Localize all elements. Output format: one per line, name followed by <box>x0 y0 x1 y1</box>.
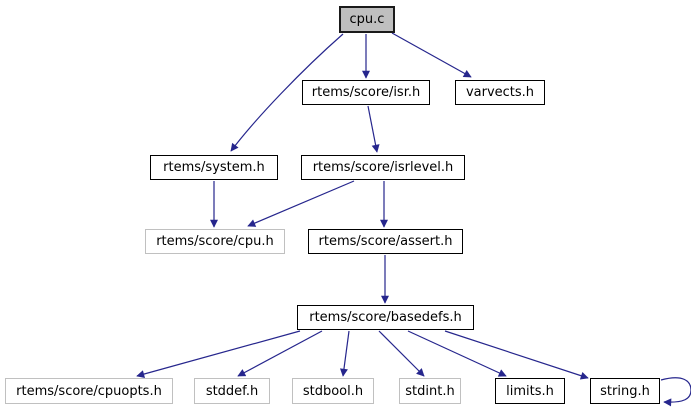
edge-basedefs_h-to-stddef_h <box>237 330 323 377</box>
graph-node-cpuopts_h: rtems/score/cpuopts.h <box>5 378 173 404</box>
graph-node-cpu_h: rtems/score/cpu.h <box>145 229 285 254</box>
graph-node-basedefs_h[interactable]: rtems/score/basedefs.h <box>297 305 474 330</box>
edge-isr_h-to-isrlevel_h <box>367 105 380 153</box>
edge-basedefs_h-to-stdbool_h <box>339 330 350 377</box>
graph-node-stdbool_h: stdbool.h <box>292 378 374 404</box>
graph-node-isrlevel_h[interactable]: rtems/score/isrlevel.h <box>301 155 465 180</box>
edge-isrlevel_h-to-cpu_h <box>247 180 355 227</box>
edge-basedefs_h-to-stdint_h <box>378 330 425 377</box>
graph-node-varvects_h[interactable]: varvects.h <box>455 80 545 105</box>
edge-basedefs_h-to-limits_h <box>407 330 507 377</box>
graph-node-assert_h[interactable]: rtems/score/assert.h <box>308 229 463 254</box>
graph-node-isr_h[interactable]: rtems/score/isr.h <box>302 80 430 105</box>
graph-node-limits_h[interactable]: limits.h <box>495 378 565 404</box>
graph-node-cpu_c: cpu.c <box>339 6 395 33</box>
graph-node-system_h[interactable]: rtems/system.h <box>150 155 278 180</box>
graph-node-stddef_h: stddef.h <box>194 378 270 404</box>
graph-node-string_h[interactable]: string.h <box>590 378 660 404</box>
graph-node-stdint_h: stdint.h <box>399 378 461 404</box>
edge-cpu_c-to-varvects_h <box>391 32 472 78</box>
edge-basedefs_h-to-string_h <box>444 330 589 380</box>
edge-string_h-to-string_h <box>660 377 691 407</box>
edge-basedefs_h-to-cpuopts_h <box>136 330 301 378</box>
